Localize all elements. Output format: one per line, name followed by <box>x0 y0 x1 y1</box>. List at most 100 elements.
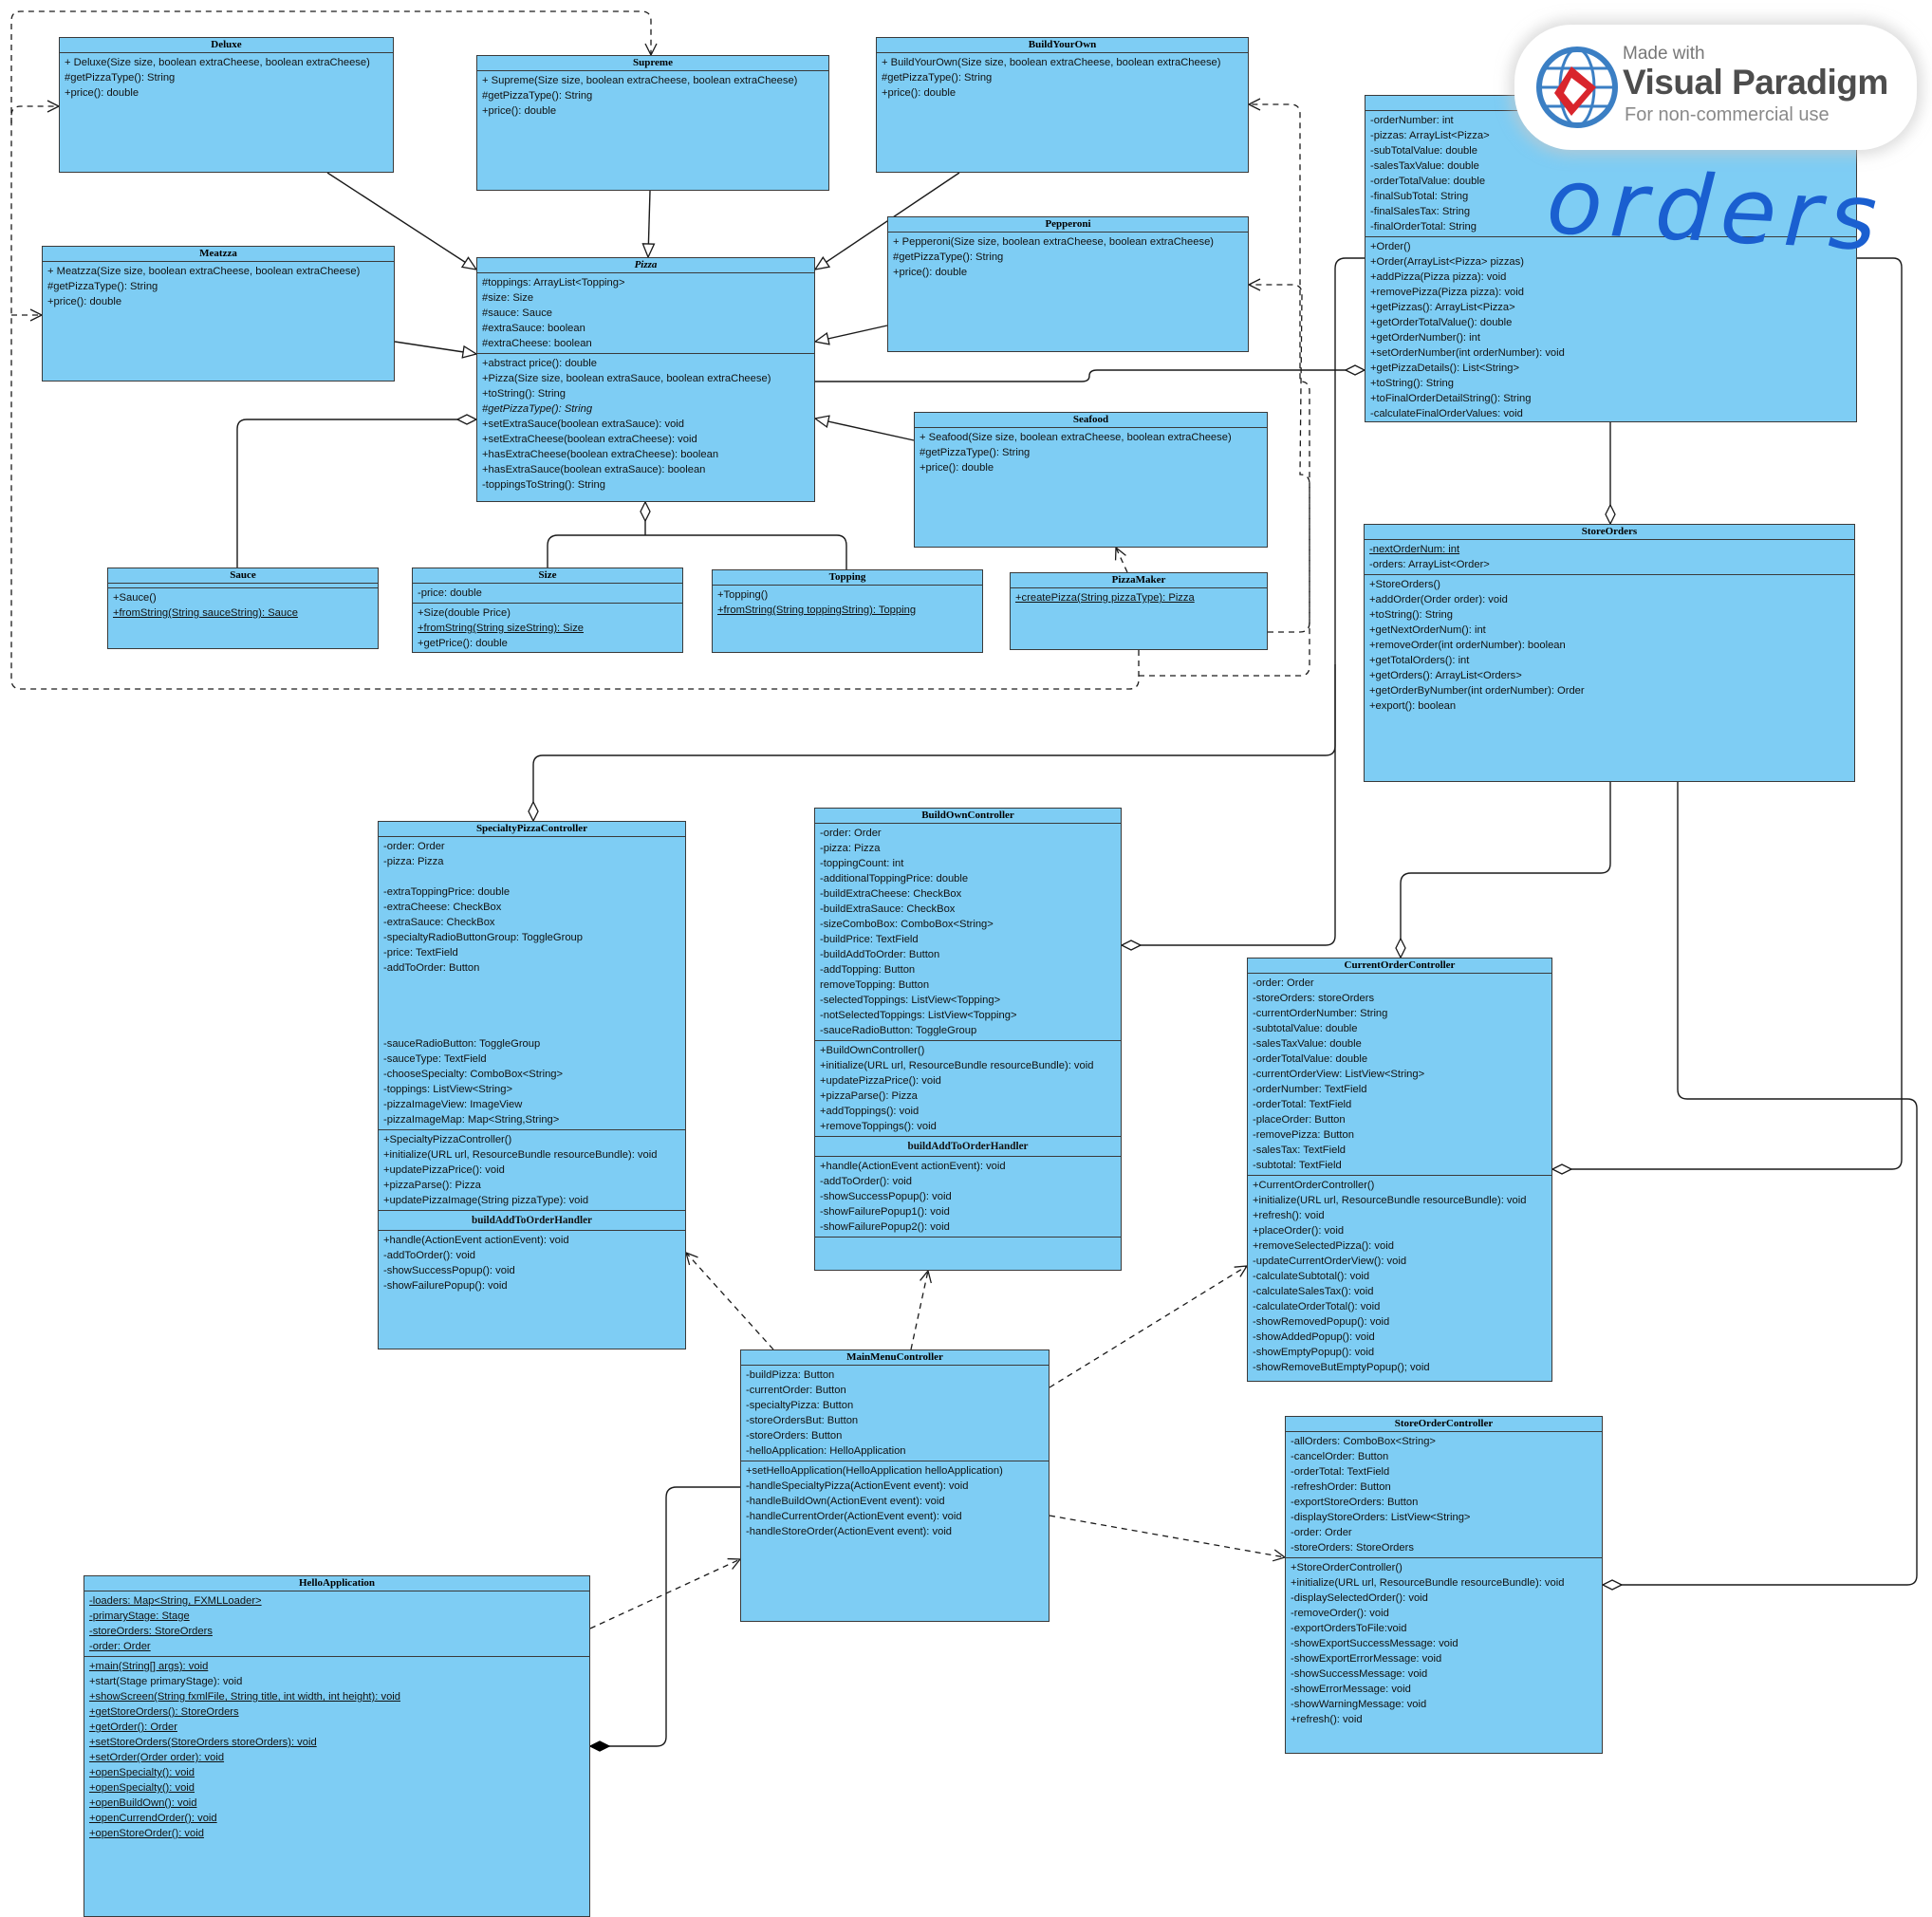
aggregation-size-topping-pizza <box>547 502 847 569</box>
class-title: SpecialtyPizzaController <box>379 822 685 837</box>
class-member: #getPizzaType(): String <box>893 251 1004 263</box>
class-section: buildAddToOrderHandler <box>379 1211 685 1231</box>
class-member: -currentOrderNumber: String <box>1253 1008 1388 1019</box>
visual-paradigm-logo-icon <box>1536 47 1618 128</box>
class-box-pepperoni[interactable]: Pepperoni + Pepperoni(Size size, boolean … <box>887 216 1249 352</box>
class-box-storeordercontroller[interactable]: StoreOrderController-allOrders: ComboBox… <box>1285 1416 1603 1754</box>
class-member: -subtotal: TextField <box>1253 1160 1342 1171</box>
class-section: buildAddToOrderHandler <box>815 1137 1121 1157</box>
class-box-topping[interactable]: Topping+Topping()+fromString(String topp… <box>712 569 983 653</box>
class-member: +Sauce() <box>113 592 157 604</box>
class-title: Meatzza <box>43 247 394 262</box>
class-box-buildyourown[interactable]: BuildYourOwn + BuildYourOwn(Size size, bo… <box>876 37 1249 173</box>
class-box-sauce[interactable]: Sauce+Sauce()+fromString(String sauceStr… <box>107 568 379 649</box>
class-title: StoreOrders <box>1365 525 1854 540</box>
class-member: -showFailurePopup2(): void <box>820 1221 950 1233</box>
class-member: -storeOrders: StoreOrders <box>89 1626 213 1637</box>
class-member: #getPizzaType(): String <box>482 90 593 102</box>
class-member: -nextOrderNum: int <box>1369 544 1460 555</box>
class-member: -displaySelectedOrder(): void <box>1291 1592 1428 1604</box>
class-member: -placeOrder: Button <box>1253 1114 1346 1126</box>
class-member: -notSelectedToppings: ListView<Topping> <box>820 1010 1017 1021</box>
class-box-deluxe[interactable]: Deluxe+ Deluxe(Size size, boolean extraC… <box>59 37 394 173</box>
dependency-pizzamaker-supreme <box>10 10 651 123</box>
class-title: Seafood <box>915 413 1267 428</box>
class-box-meatzza[interactable]: Meatzza+ Meatzza(Size size, boolean extr… <box>42 246 395 382</box>
class-member: #size: Size <box>482 292 534 304</box>
class-section: +abstract price(): double+Pizza(Size siz… <box>477 354 814 494</box>
class-member: +toString(): String <box>482 388 566 400</box>
dependency-hello-mainmenu <box>589 1559 740 1629</box>
class-member: -toppings: ListView<String> <box>383 1084 512 1095</box>
class-member: +export(): boolean <box>1369 700 1457 712</box>
class-section: -order: Order-pizza: Pizza-toppingCount:… <box>815 824 1121 1041</box>
aggregation-storeorders-currentorder <box>1401 782 1611 958</box>
class-box-mainmenucontroller[interactable]: MainMenuController-buildPizza: Button-cu… <box>740 1349 1050 1622</box>
class-member: + BuildYourOwn(Size size, boolean extraC… <box>882 57 1221 68</box>
class-box-helloapplication[interactable]: HelloApplication-loaders: Map<String, FX… <box>84 1575 590 1917</box>
class-section: -order: Order-storeOrders: storeOrders-c… <box>1248 974 1551 1176</box>
class-member: #getPizzaType(): String <box>920 447 1031 458</box>
class-title: BuildOwnController <box>815 809 1121 824</box>
aggregation-order-buildown <box>1122 664 1336 945</box>
class-member: -cancelOrder: Button <box>1291 1451 1389 1462</box>
class-section: +Topping()+fromString(String toppingStri… <box>713 586 982 620</box>
class-member: -finalSubTotal: String <box>1370 191 1469 202</box>
class-box-buildowncontroller[interactable]: BuildOwnController-order: Order-pizza: P… <box>814 808 1122 1271</box>
class-member: +price(): double <box>482 105 557 117</box>
class-member: +toString(): String <box>1370 378 1454 389</box>
class-member: +setHelloApplication(HelloApplication he… <box>746 1465 1003 1477</box>
class-member: -buildExtraCheese: CheckBox <box>820 888 962 900</box>
generalization-pepperoni-pizza <box>815 325 888 342</box>
class-box-supreme[interactable]: Supreme+ Supreme(Size size, boolean extr… <box>476 55 829 191</box>
class-title: Size <box>413 568 682 584</box>
class-member: -currentOrder: Button <box>746 1385 846 1396</box>
class-member: -exportOrdersToFile:void <box>1291 1623 1407 1634</box>
class-section: +handle(ActionEvent actionEvent): void-a… <box>379 1231 685 1295</box>
class-member: +pizzaParse(): Pizza <box>820 1090 918 1102</box>
class-member: -toppingsToString(): String <box>482 479 605 491</box>
class-title: BuildYourOwn <box>877 38 1248 53</box>
class-box-seafood[interactable]: Seafood + Seafood(Size size, boolean extr… <box>914 412 1268 548</box>
class-member: + Seafood(Size size, boolean extraCheese… <box>920 432 1232 443</box>
class-member: -orders: ArrayList<Order> <box>1369 559 1490 570</box>
class-box-size[interactable]: Size-price: double+Size(double Price)+fr… <box>412 568 683 653</box>
class-section: -order: Order-pizza: Pizza-extraToppingP… <box>379 837 685 1130</box>
class-section: + Supreme(Size size, boolean extraCheese… <box>477 71 828 121</box>
class-box-storeorders[interactable]: StoreOrders -nextOrderNum: int -orders: Ar… <box>1364 524 1855 782</box>
class-section: +Sauce()+fromString(String sauceString):… <box>108 588 378 623</box>
class-member: -primaryStage: Stage <box>89 1610 190 1622</box>
class-member: + Pepperoni(Size size, boolean extraChee… <box>893 236 1215 248</box>
class-box-specialtypizzacontroller[interactable]: SpecialtyPizzaController-order: Order-pi… <box>378 821 686 1349</box>
class-section: + BuildYourOwn(Size size, boolean extraC… <box>877 53 1248 102</box>
class-member: +removePizza(Pizza pizza): void <box>1370 287 1524 298</box>
class-member <box>383 976 680 991</box>
dependency-pizzamaker-buildyourown <box>1139 104 1310 677</box>
class-member: +toString(): String <box>1369 609 1453 621</box>
generalization-supreme-pizza <box>648 190 650 257</box>
class-member: +updatePizzaPrice(): void <box>383 1164 505 1176</box>
class-box-pizzamaker[interactable]: PizzaMaker+createPizza(String pizzaType)… <box>1010 572 1268 650</box>
dependency-mainmenu-currentorder <box>1049 1266 1247 1388</box>
class-member: +openCurrendOrder(): void <box>89 1813 217 1824</box>
class-section: +SpecialtyPizzaController()+initialize(U… <box>379 1130 685 1211</box>
class-member: -order: Order <box>89 1641 151 1652</box>
inner-class-title: buildAddToOrderHandler <box>471 1215 593 1226</box>
class-box-currentordercontroller[interactable]: CurrentOrderController-order: Order-stor… <box>1247 958 1552 1382</box>
class-member: -pizzaImageView: ImageView <box>383 1099 523 1110</box>
class-member: -specialtyRadioButtonGroup: ToggleGroup <box>383 932 583 943</box>
class-section: +Order()+Order(ArrayList<Pizza> pizzas)+… <box>1365 237 1856 421</box>
class-box-pizza[interactable]: Pizza#toppings: ArrayList<Topping>#size:… <box>476 257 815 502</box>
class-title: Pepperoni <box>888 217 1248 233</box>
class-member: +price(): double <box>65 87 139 99</box>
class-member: -buildPrice: TextField <box>820 934 919 945</box>
class-member: -orderTotalValue: double <box>1253 1053 1368 1065</box>
watermark-made-with: Made with <box>1623 44 1705 64</box>
class-member: +setExtraSauce(boolean extraSauce): void <box>482 419 684 430</box>
class-member: -showSuccessPopup(): void <box>383 1265 515 1276</box>
visual-paradigm-watermark: Made with Visual Paradigm For non-commer… <box>1514 25 1917 150</box>
class-member: +openStoreOrder(): void <box>89 1828 204 1839</box>
class-member: -buildPizza: Button <box>746 1369 835 1381</box>
class-member: -exportStoreOrders: Button <box>1291 1497 1419 1508</box>
class-section: #toppings: ArrayList<Topping>#size: Size… <box>477 273 814 354</box>
